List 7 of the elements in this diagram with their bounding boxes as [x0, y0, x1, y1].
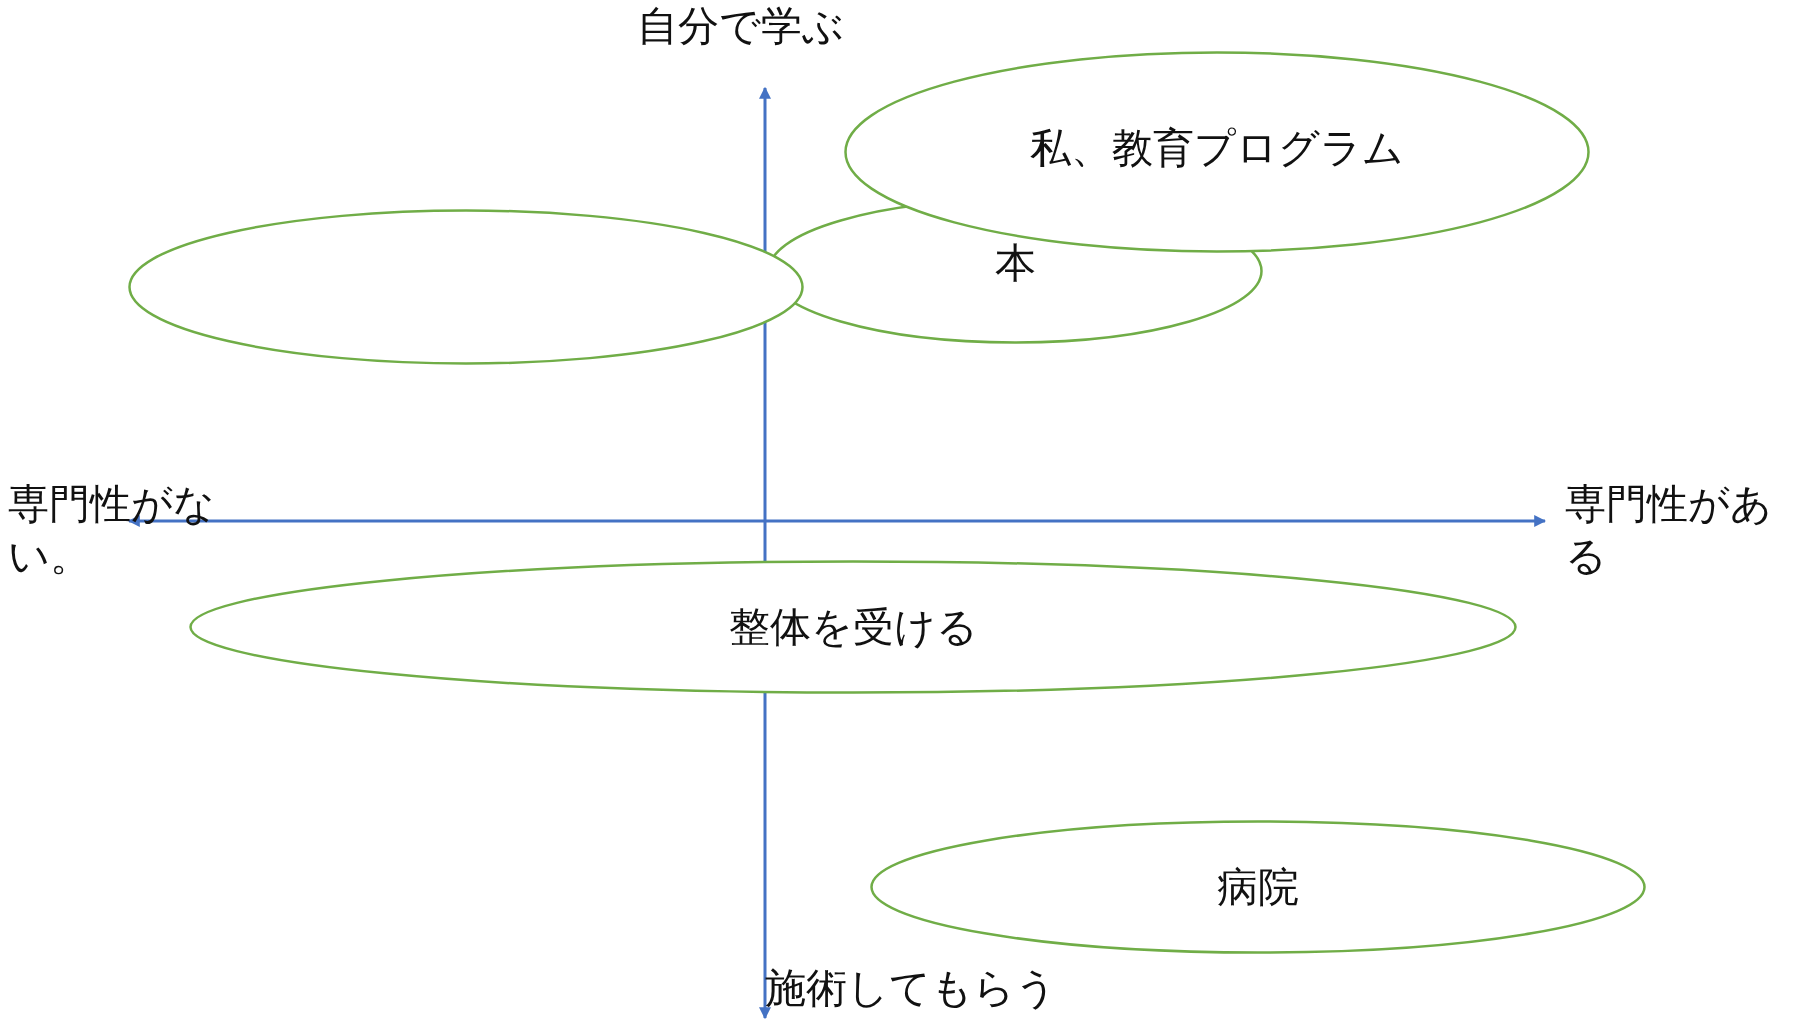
ellipse-label: 私、教育プログラム: [1029, 123, 1405, 174]
ellipse-label: 整体を受ける: [727, 602, 979, 653]
axis-label: 専門性がない。: [8, 479, 216, 582]
axis-label: 専門性がある: [1565, 479, 1773, 582]
axis-label: 自分で学ぶ: [635, 1, 845, 52]
ellipse-label: 病院: [1216, 862, 1300, 913]
ellipse-label: 本: [993, 238, 1037, 289]
